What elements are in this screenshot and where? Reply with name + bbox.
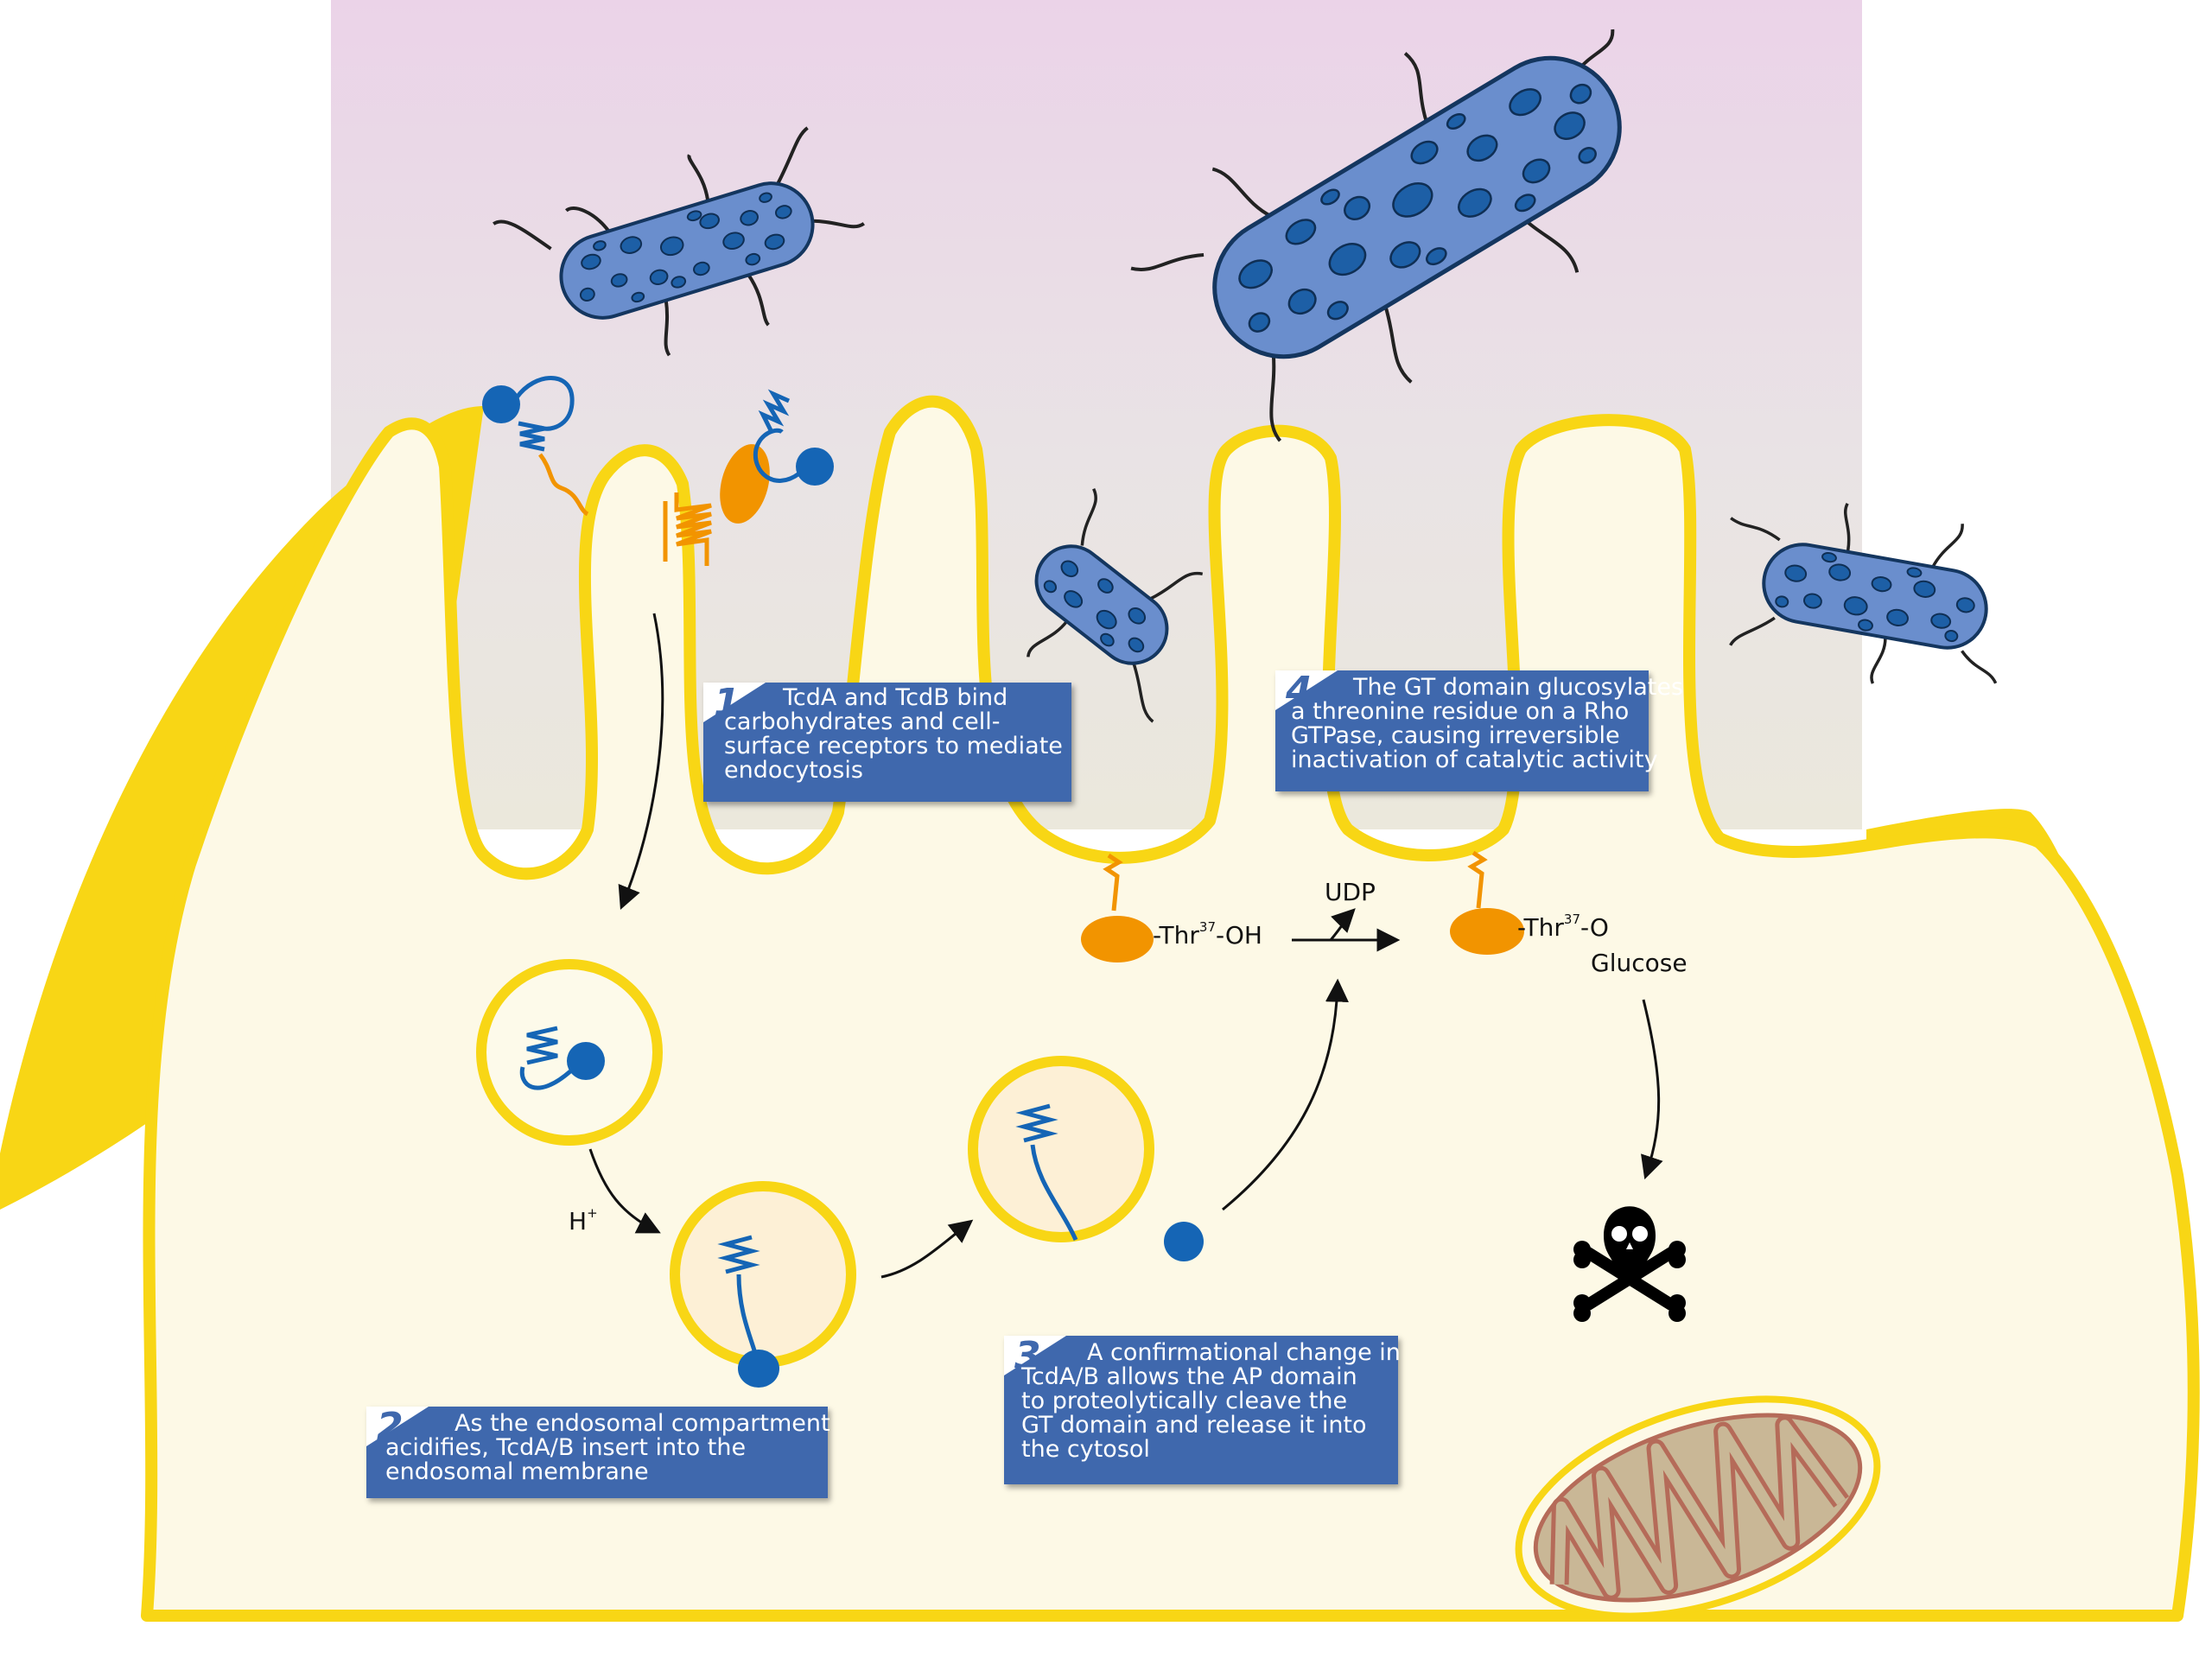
arrow-insertion [880, 1219, 974, 1279]
proton-charge: + [587, 1205, 598, 1221]
gt-domain-icon [1164, 1222, 1204, 1261]
step-3-text: A confirmational change in TcdA/B allows… [1021, 1339, 1401, 1463]
endosome-icon [968, 1056, 1154, 1242]
bacterium-icon [493, 126, 865, 357]
mitochondrion-icon [1515, 1395, 1881, 1620]
toxin-icon [482, 376, 589, 517]
bacterium-icon [1027, 488, 1204, 723]
step-2-box: 2 As the endosomal compartment acidifies… [366, 1405, 830, 1498]
step-3-box: 3 A confirmational change in TcdA/B allo… [1004, 1334, 1401, 1484]
thr-superscript: 37 [1563, 912, 1580, 927]
rho-gtpase-icon [1450, 850, 1524, 955]
toxin-icon [753, 389, 834, 486]
skull-crossbones-icon [1573, 1206, 1686, 1322]
thr-prefix: -Thr [1153, 921, 1199, 950]
step-1-box: 1 TcdA and TcdB bind carbohydrates and c… [703, 683, 1071, 802]
arrow-acidification [588, 1148, 661, 1234]
step-4-text: The GT domain glucosylates a threonine r… [1291, 674, 1684, 773]
bacterium-icon [1729, 503, 1998, 684]
proton-symbol: H [569, 1207, 588, 1236]
udp-label: UDP [1325, 878, 1376, 906]
arrow-udp [1329, 908, 1356, 941]
glucose-label: Glucose [1591, 949, 1688, 977]
proton-label: H+ [569, 1205, 598, 1236]
step-2-number: 2 [377, 1405, 404, 1449]
endosome-icon [670, 1181, 856, 1388]
thr-prefix: -Thr [1517, 913, 1564, 942]
thr-o-label: -Thr37-O [1517, 912, 1609, 942]
step-1-text: TcdA and TcdB bind carbohydrates and cel… [724, 684, 1063, 784]
thr-oh-label: -Thr37-OH [1153, 919, 1262, 950]
step-1-number: 1 [714, 681, 741, 725]
thr-o-suffix: -O [1580, 913, 1609, 942]
step-4-box: 4 The GT domain glucosylates a threonine… [1275, 669, 1683, 791]
arrow-release [1222, 978, 1349, 1211]
arrow-endocytosis [618, 613, 664, 911]
step-4-number: 4 [1286, 669, 1313, 713]
rho-gtpase-icon [1081, 853, 1154, 962]
thr-superscript: 37 [1198, 919, 1216, 935]
endosome-icon [476, 959, 663, 1146]
bacterium-icon [1130, 29, 1622, 442]
step-3-number: 3 [1014, 1334, 1041, 1378]
thr-oh-suffix: -OH [1216, 921, 1262, 950]
arrow-cell-death [1641, 999, 1663, 1180]
step-2-text: As the endosomal compartment acidifies, … [385, 1410, 830, 1485]
